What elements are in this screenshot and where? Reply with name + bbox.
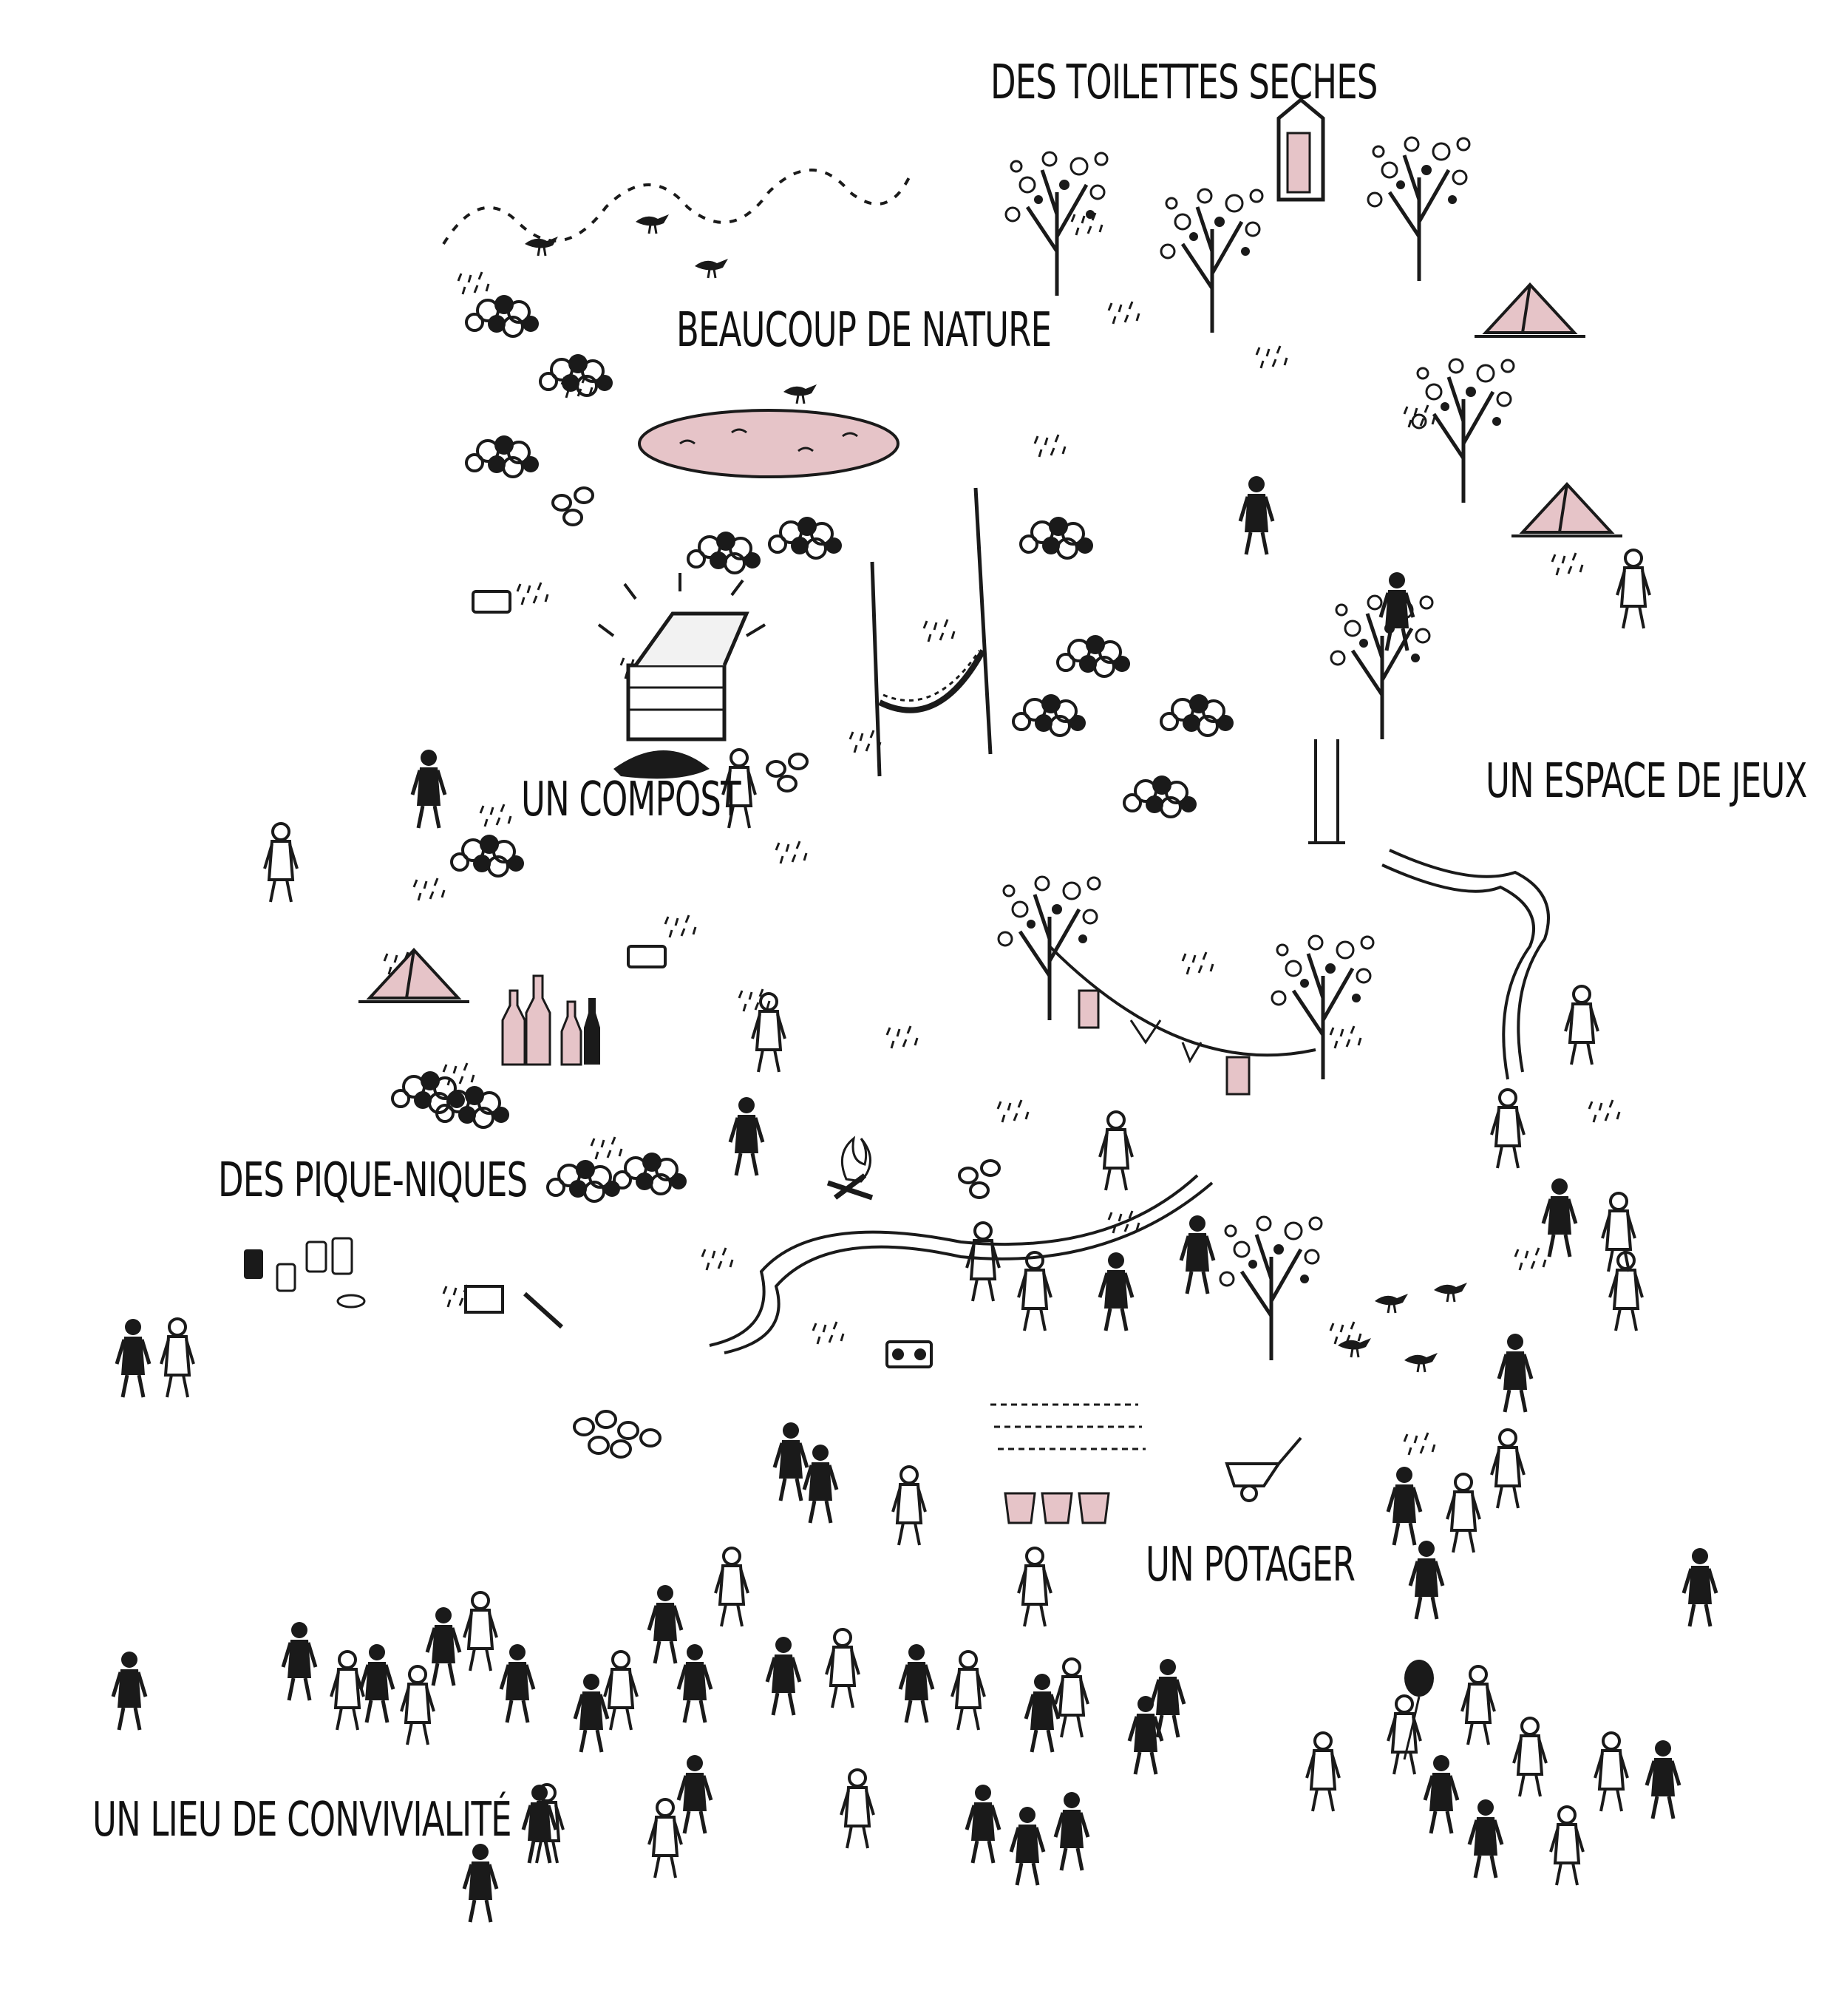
pond-icon xyxy=(638,383,900,478)
orchard-top xyxy=(1006,138,1514,503)
label-play-area: UN ESPACE DE JEUX xyxy=(1486,754,1807,809)
tent-icon xyxy=(357,948,471,1003)
outhouse-icon xyxy=(1276,97,1325,202)
firewood-icon xyxy=(551,486,1001,1459)
label-compost: UN COMPOST xyxy=(521,773,741,827)
bottle-icon xyxy=(501,974,600,1066)
balloon-icon xyxy=(1403,1660,1434,1760)
clothesline-icon xyxy=(999,877,1373,1096)
compost-bin-icon xyxy=(597,573,766,779)
campfire-icon xyxy=(826,1136,874,1201)
label-picnics: DES PIQUE-NIQUES xyxy=(218,1153,528,1208)
stump-icon xyxy=(464,1285,564,1329)
label-vegetable-garden: UN POTAGER xyxy=(1146,1538,1356,1592)
wheelbarrow-icon xyxy=(1225,1436,1302,1502)
label-dry-toilets: DES TOILETTES SECHES xyxy=(990,55,1378,110)
tent-icon xyxy=(1510,483,1624,537)
jar-icon xyxy=(244,1237,366,1309)
label-conviviality: UN LIEU DE CONVIVIALITÉ xyxy=(92,1793,511,1847)
tent-icon xyxy=(1473,283,1587,338)
flying-birds xyxy=(442,169,911,279)
river-icon xyxy=(709,849,1550,1354)
birds-ground xyxy=(1220,1217,1469,1374)
vegetable-garden xyxy=(990,1403,1146,1524)
hammock-icon xyxy=(870,487,993,777)
label-nature: BEAUCOUP DE NATURE xyxy=(676,303,1052,358)
boombox-icon xyxy=(472,590,933,1368)
swing-icon xyxy=(1308,596,1432,844)
